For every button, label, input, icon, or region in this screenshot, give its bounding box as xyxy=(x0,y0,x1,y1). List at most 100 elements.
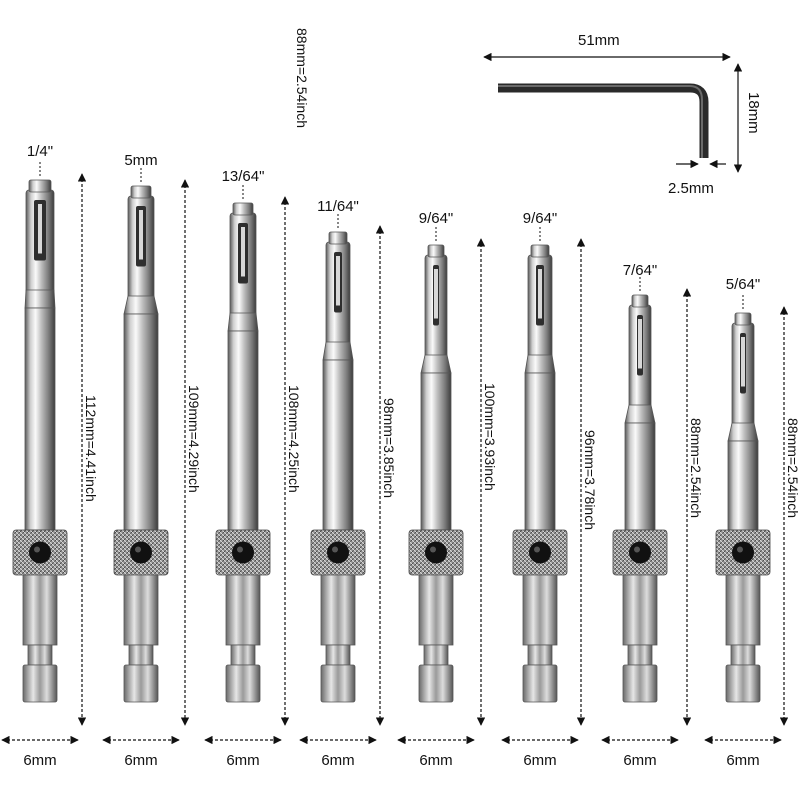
drill-bit-flute xyxy=(538,269,542,319)
set-screw-hole xyxy=(629,541,651,564)
shank-width-label: 6mm xyxy=(726,752,760,769)
drill-bit-8 xyxy=(704,295,789,745)
set-screw-highlight xyxy=(534,546,540,553)
set-screw-highlight xyxy=(237,546,243,553)
hex-shank-end xyxy=(418,664,454,703)
set-screw-highlight xyxy=(135,546,141,553)
drill-bit-7 xyxy=(601,277,692,745)
shank-width-label: 6mm xyxy=(523,752,557,769)
bit-length-label: 88mm=2.54inch xyxy=(688,418,704,519)
drill-bit-body xyxy=(24,307,56,531)
set-screw-hole xyxy=(327,541,349,564)
bit-size-label: 5mm xyxy=(124,152,158,169)
drill-bit-2 xyxy=(102,168,190,745)
hex-shank xyxy=(622,574,658,646)
bit-size-label: 5/64" xyxy=(725,276,761,293)
drill-bit-flute xyxy=(434,269,438,319)
set-screw-highlight xyxy=(430,546,436,553)
drill-bit-3 xyxy=(204,185,290,745)
drill-bit-flute xyxy=(241,227,245,277)
hex-shank-end xyxy=(522,664,558,703)
drill-bit-flute xyxy=(741,337,745,387)
set-screw-highlight xyxy=(737,546,743,553)
drill-bit-body xyxy=(524,372,556,531)
set-screw-hole xyxy=(232,541,254,564)
bit-size-label: 13/64" xyxy=(221,168,265,185)
hex-shank xyxy=(522,574,558,646)
drill-bit-taper xyxy=(727,422,759,442)
drill-bit-taper xyxy=(227,312,259,332)
shank-width-label: 6mm xyxy=(124,752,158,769)
set-screw-highlight xyxy=(34,546,40,553)
bit-size-label: 9/64" xyxy=(418,210,454,227)
hex-shank-end xyxy=(622,664,658,703)
shank-width-label: 6mm xyxy=(623,752,657,769)
drill-bit-flute xyxy=(139,210,143,260)
drill-bit-taper xyxy=(524,354,556,374)
hex-shank-groove xyxy=(730,644,756,666)
shank-width-label: 6mm xyxy=(321,752,355,769)
hex-shank xyxy=(418,574,454,646)
drill-bit-body xyxy=(227,330,259,531)
drill-bit-body xyxy=(322,359,354,531)
bit-size-label: 9/64" xyxy=(522,210,558,227)
drill-bit-body xyxy=(123,313,159,531)
bit-size-label: 11/64" xyxy=(317,198,359,215)
shank-width-label: 6mm xyxy=(226,752,260,769)
bit-length-label: 98mm=3.85inch xyxy=(381,398,397,499)
hex-shank-end xyxy=(320,664,356,703)
hex-shank xyxy=(320,574,356,646)
drill-bit-tip xyxy=(734,312,752,326)
drill-bit-taper xyxy=(624,404,656,424)
wrench-size-label: 2.5mm xyxy=(668,180,714,197)
bit-length-label: 96mm=3.78inch xyxy=(582,430,598,531)
bit-length-label: 100mm=3.93inch xyxy=(482,383,498,491)
set-screw-hole xyxy=(732,541,754,564)
drill-bit-taper xyxy=(123,295,159,315)
bit-length-label: 88mm=2.54inch xyxy=(785,418,800,519)
hex-shank xyxy=(725,574,761,646)
drill-bit-5 xyxy=(397,227,486,745)
hex-shank-groove xyxy=(325,644,351,666)
drill-bit-tip xyxy=(328,231,348,245)
wrench-height-label: 18mm xyxy=(745,92,762,134)
bit-length-label: 112mm=4.41inch xyxy=(83,395,99,502)
drill-bit-flute xyxy=(638,319,642,369)
set-screw-highlight xyxy=(332,546,338,553)
hex-shank-groove xyxy=(27,644,53,666)
set-screw-hole xyxy=(29,541,51,564)
drill-bit-body xyxy=(624,422,656,531)
set-screw-hole xyxy=(529,541,551,564)
drill-bit-tip xyxy=(427,244,445,258)
hex-shank-groove xyxy=(423,644,449,666)
wrench-length-label: 51mm xyxy=(578,32,620,49)
hex-shank-end xyxy=(725,664,761,703)
drill-bit-flute xyxy=(336,256,340,306)
hex-shank xyxy=(22,574,58,646)
shank-width-label: 6mm xyxy=(419,752,453,769)
set-screw-highlight xyxy=(634,546,640,553)
bit-length-label: 108mm=4.25inch xyxy=(286,385,302,493)
set-screw-hole xyxy=(130,541,152,564)
drill-bit-tip xyxy=(232,202,254,216)
hex-wrench-shape xyxy=(498,83,709,158)
bit-size-label: 7/64" xyxy=(622,262,658,279)
hex-shank-groove xyxy=(230,644,256,666)
drill-bit-body xyxy=(420,372,452,531)
bit-size-label: 1/4" xyxy=(26,143,54,160)
drill-bit-tip xyxy=(28,179,52,193)
hex-shank-groove xyxy=(627,644,653,666)
drill-bit-body xyxy=(727,440,759,531)
hex-shank xyxy=(225,574,261,646)
hex-shank-groove xyxy=(527,644,553,666)
drill-bit-taper xyxy=(420,354,452,374)
hex-shank-end xyxy=(22,664,58,703)
drill-bit-tip xyxy=(530,244,550,258)
bit-length-label: 109mm=4.29inch xyxy=(186,385,202,493)
drill-bit-1 xyxy=(1,162,87,745)
note-label: 88mm=2.54inch xyxy=(294,28,310,129)
hex-shank-end xyxy=(123,664,159,703)
drill-bit-6 xyxy=(501,227,586,745)
